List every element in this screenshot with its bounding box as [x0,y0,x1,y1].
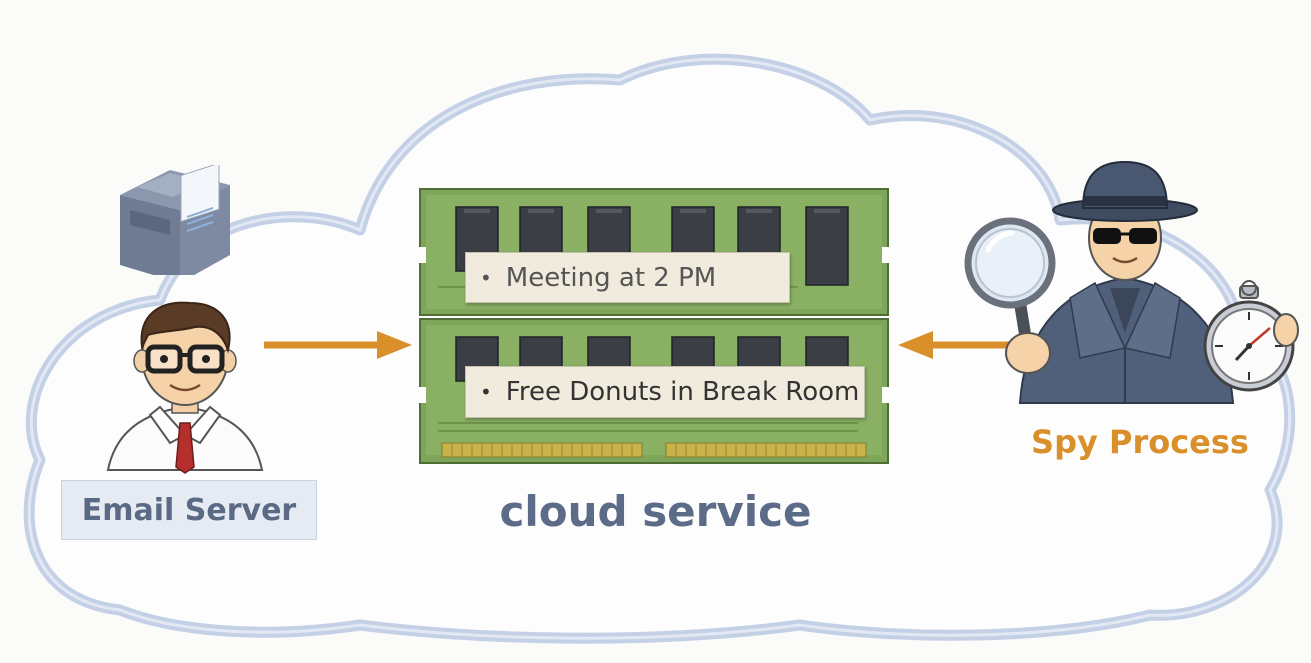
arrow-right-icon [264,331,412,359]
note-text: Meeting at 2 PM [505,262,717,293]
arrow-left-icon [898,331,1011,359]
email-server-label: Email Server [81,492,297,528]
email-server-label-box: Email Server [61,480,317,540]
stopwatch-icon [1203,280,1299,392]
note-bullet: • [480,380,492,404]
spy-icon [1018,160,1235,404]
spy-process-label: Spy Process [1031,423,1249,461]
note-text: Free Donuts in Break Room [505,377,860,407]
memory-note: • Meeting at 2 PM [465,252,790,303]
person-icon [106,301,264,474]
ram-module-icon [418,188,890,464]
magnifying-glass-icon [964,217,1056,374]
cloud-service-label: cloud service [499,487,812,536]
server-icon [120,165,230,275]
memory-note: • Free Donuts in Break Room [465,366,865,418]
note-bullet: • [480,265,492,290]
